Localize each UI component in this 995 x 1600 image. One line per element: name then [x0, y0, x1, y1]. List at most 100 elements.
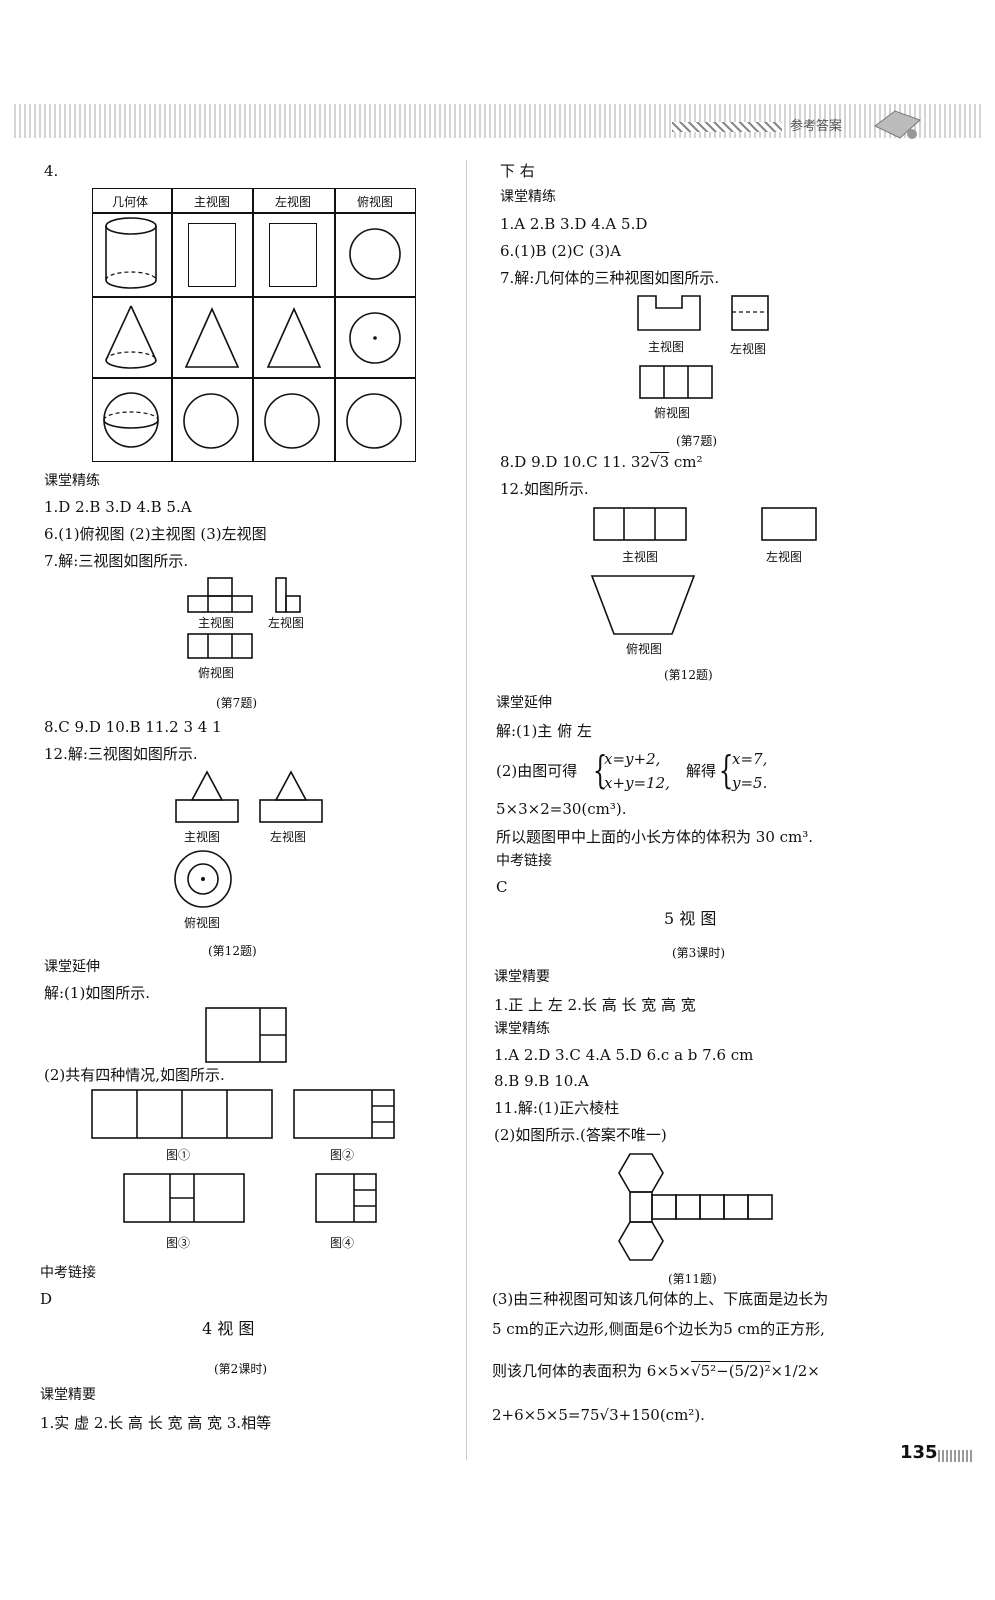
right-answer-line-1: 1.A 2.B 3.D 4.A 5.D — [500, 215, 648, 233]
left-key-line: 1.实 虚 2.长 高 长 宽 高 宽 3.相等 — [40, 1414, 272, 1432]
fig7-top-label: 俯视图 — [198, 666, 235, 680]
cylinder-solid — [105, 217, 157, 289]
right-answer-line-7: 7.解:几何体的三种视图如图所示. — [500, 269, 720, 287]
section-extension-2: 课堂延伸 — [496, 695, 552, 711]
fig12-top-label: 俯视图 — [184, 916, 221, 930]
brace-2: { — [718, 748, 734, 792]
right-ext-line-1: 解:(1)主 俯 左 — [496, 722, 592, 740]
rfig7-top-label: 俯视图 — [654, 406, 691, 420]
section-exam-2: 中考链接 — [496, 853, 552, 869]
table-header-top: 俯视图 — [357, 195, 394, 209]
header-stripe — [672, 122, 782, 132]
right-ext-line-3: 5×3×2=30(cm³). — [496, 800, 627, 818]
fig7-front-label: 主视图 — [198, 616, 235, 630]
ext-fig-a — [91, 1089, 273, 1139]
fig7-left-view — [275, 577, 301, 613]
fig-label-3: 图③ — [166, 1236, 191, 1250]
leaf-icon — [874, 110, 921, 139]
right-b-line-7-text: 则该几何体的表面积为 6×5× — [492, 1362, 691, 1380]
cylinder-top-view — [349, 228, 401, 280]
q4-number: 4. — [44, 162, 59, 180]
section-key-1: 课堂精要 — [40, 1387, 96, 1403]
right-b7-tail: ×1/2× — [770, 1362, 820, 1380]
rfig7-caption: (第7题) — [676, 434, 717, 448]
right-ext-line-2: (2)由图可得 — [496, 762, 578, 780]
table-header-solid: 几何体 — [112, 195, 149, 209]
rfig7-left-view — [731, 295, 769, 331]
hex-prism-net — [618, 1153, 773, 1261]
fig-label-4: 图④ — [330, 1236, 355, 1250]
page-number: 135 — [900, 1442, 938, 1463]
right-key-line: 1.正 上 左 2.长 高 长 宽 高 宽 — [494, 996, 696, 1014]
right-b-line-4: (2)如图所示.(答案不唯一) — [494, 1126, 667, 1144]
left-answer-line-8: 8.C 9.D 10.B 11.2 3 4 1 — [44, 718, 222, 736]
left-answer-line-6: 6.(1)俯视图 (2)主视图 (3)左视图 — [44, 525, 267, 543]
rfig7-top-view — [639, 365, 713, 399]
left-ext-line-1: 解:(1)如图所示. — [44, 984, 151, 1002]
right-ext-line-4: 所以题图甲中上面的小长方体的体积为 30 cm³. — [496, 828, 814, 846]
table-header-left: 左视图 — [275, 195, 312, 209]
sphere-solid — [103, 392, 159, 448]
page-number-stripe — [938, 1450, 974, 1462]
section-practice-2: 课堂精练 — [500, 189, 556, 205]
system-1-eq-2: x+y=12, — [604, 774, 670, 792]
header-band — [14, 104, 984, 138]
section-extension-1: 课堂延伸 — [44, 959, 100, 975]
right-answer-line-12: 12.如图所示. — [500, 480, 589, 498]
column-divider — [466, 160, 467, 1460]
section-key-2: 课堂精要 — [494, 969, 550, 985]
fig12-left-label: 左视图 — [270, 830, 307, 844]
ext-fig-c — [123, 1173, 245, 1223]
cone-top-view — [349, 312, 401, 364]
solids-table — [92, 188, 416, 462]
right-answer-8-radicand: 3 — [659, 453, 670, 471]
left-ext-line-2: (2)共有四种情况,如图所示. — [44, 1066, 225, 1084]
right-answer-line-6: 6.(1)B (2)C (3)A — [500, 242, 621, 260]
right-answer-line-8-text: 8.D 9.D 10.C 11. 32 — [500, 453, 651, 471]
fig11-caption: (第11题) — [668, 1272, 717, 1286]
fig7-front-view — [187, 577, 253, 613]
system-2-eq-2: y=5. — [732, 774, 768, 792]
left-lesson-title: 4 视 图 — [202, 1319, 255, 1338]
system-1-eq-1: x=y+2, — [604, 750, 661, 768]
right-b-line-5: (3)由三种视图可知该几何体的上、下底面是边长为 — [492, 1290, 829, 1308]
right-b-line-2: 8.B 9.B 10.A — [494, 1072, 589, 1090]
right-line-0: 下 右 — [500, 162, 535, 180]
ext-fig-d — [315, 1173, 377, 1223]
section-practice-3: 课堂精练 — [494, 1021, 550, 1037]
fig-label-2: 图② — [330, 1148, 355, 1162]
fig-label-1: 图① — [166, 1148, 191, 1162]
rfig12-left-view — [761, 507, 817, 541]
right-answer-8-unit: cm² — [669, 453, 703, 471]
right-b-line-6: 5 cm的正六边形,侧面是6个边长为5 cm的正方形, — [492, 1320, 825, 1338]
fig12-top-view — [174, 850, 232, 908]
right-exam-answer: C — [496, 878, 508, 896]
section-exam-1: 中考链接 — [40, 1265, 96, 1281]
right-b7-radicand: 5²−(5/2)² — [700, 1362, 771, 1380]
fig12-front-label: 主视图 — [184, 830, 221, 844]
sphere-top-view — [346, 393, 402, 449]
left-lesson-sub: (第2课时) — [214, 1362, 267, 1376]
fig12-front-view — [175, 770, 239, 823]
fig7-left-label: 左视图 — [268, 616, 305, 630]
left-answer-line-1: 1.D 2.B 3.D 4.B 5.A — [44, 498, 192, 516]
right-b-line-8: 2+6×5×5=75√3+150(cm²). — [492, 1406, 705, 1424]
ext-fig-b — [293, 1089, 395, 1139]
cylinder-front-view — [188, 223, 236, 287]
rfig7-front-label: 主视图 — [648, 340, 685, 354]
fig12-left-view — [259, 770, 323, 823]
right-lesson-title: 5 视 图 — [664, 909, 717, 928]
right-lesson-sub: (第3课时) — [672, 946, 725, 960]
header-label: 参考答案 — [790, 119, 843, 134]
rfig12-top-label: 俯视图 — [626, 642, 663, 656]
fig12-caption: (第12题) — [208, 944, 257, 958]
system-2-eq-1: x=7, — [732, 750, 768, 768]
rfig12-top-view — [590, 575, 696, 635]
table-header-front: 主视图 — [194, 195, 231, 209]
right-b-line-1: 1.A 2.D 3.C 4.A 5.D 6.c a b 7.6 cm — [494, 1046, 754, 1064]
cylinder-left-view — [269, 223, 317, 287]
cone-left-view — [266, 307, 322, 368]
cone-solid — [105, 305, 157, 369]
right-b-line-7: 则该几何体的表面积为 6×5×√5²−(5/2)²×1/2× — [492, 1362, 820, 1380]
left-exam-answer: D — [40, 1290, 53, 1308]
